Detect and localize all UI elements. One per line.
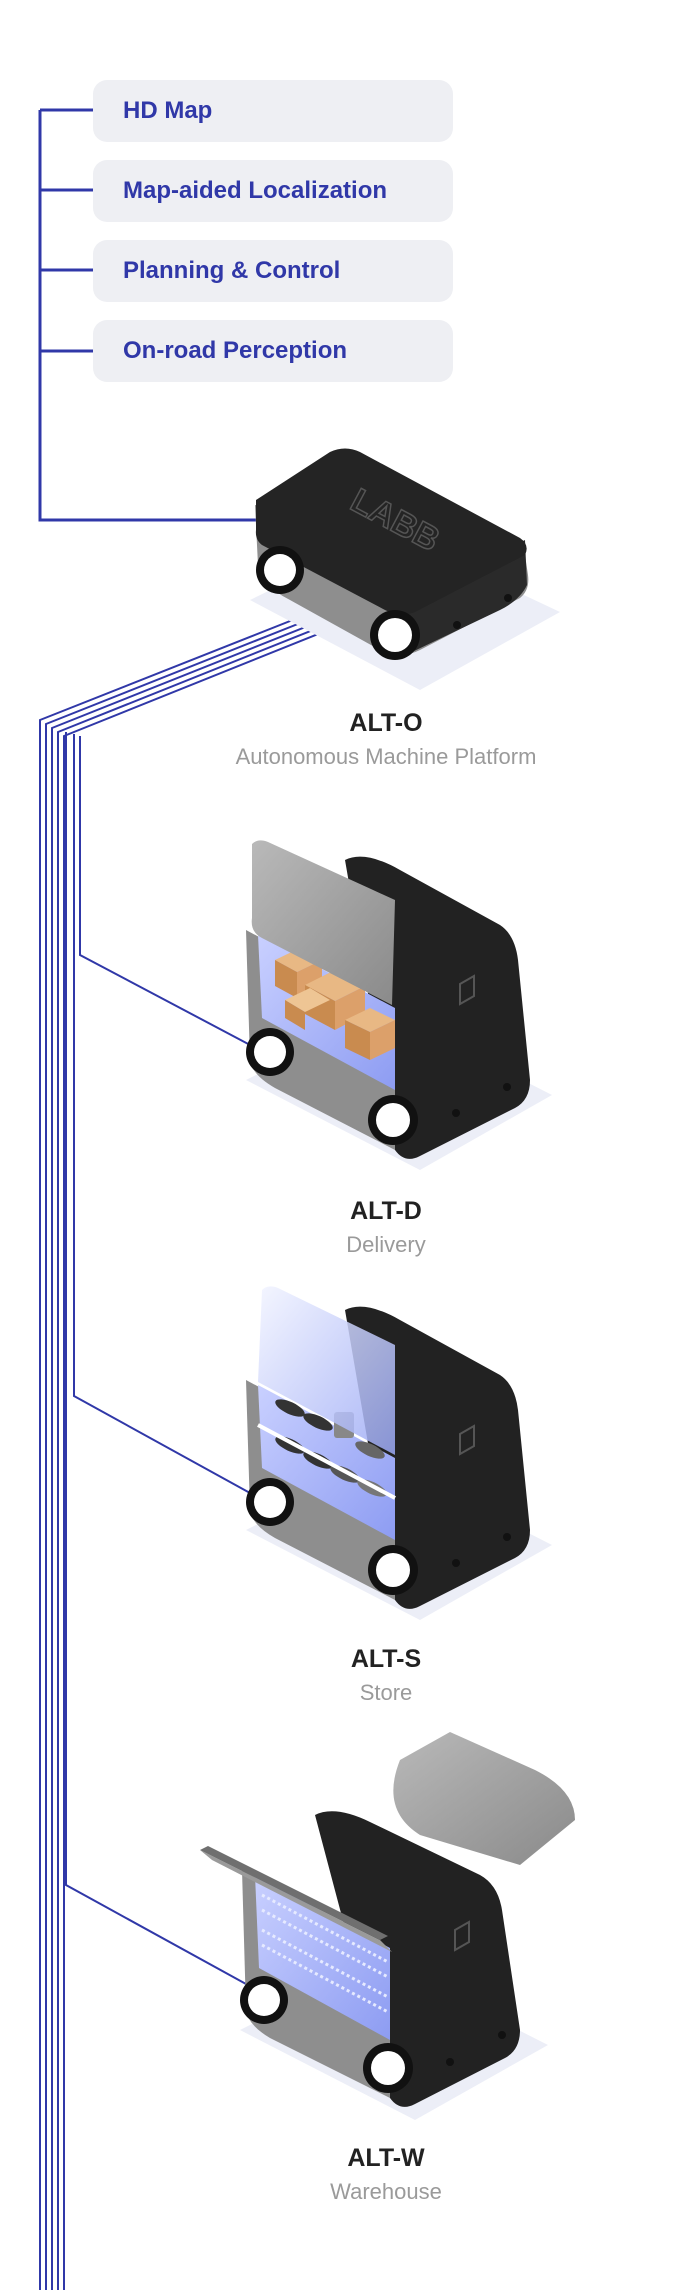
product-alt-s: ALT-S Store [186, 1644, 586, 1708]
feature-label: HD Map [123, 97, 213, 124]
platform-connector-lines [39, 605, 349, 2290]
feature-bracket [38, 108, 262, 522]
product-alt-o: ALT-O Autonomous Machine Platform [186, 708, 586, 772]
feature-chip-hd-map: HD Map [93, 80, 453, 142]
feature-label: On-road Perception [123, 337, 348, 364]
feature-chip-localization: Map-aided Localization [93, 160, 453, 222]
connector-alt-d [79, 736, 253, 1047]
product-description: Store [359, 1680, 413, 1705]
feature-label: Planning & Control [123, 257, 341, 284]
feature-chip-planning: Planning & Control [93, 240, 453, 302]
product-name: ALT-O [349, 709, 423, 737]
feature-chip-perception: On-road Perception [93, 320, 453, 382]
connector-alt-s [73, 734, 251, 1494]
product-alt-d: ALT-D Delivery [186, 1196, 586, 1260]
feature-label: Map-aided Localization [123, 177, 388, 204]
product-name: ALT-D [350, 1197, 422, 1225]
product-name: ALT-W [347, 2144, 425, 2172]
alt-d-boxes-icon [275, 948, 395, 1060]
product-description: Delivery [346, 1232, 426, 1257]
alt-d-vehicle [246, 840, 552, 1170]
product-alt-w: ALT-W Warehouse [186, 2143, 586, 2207]
alt-s-vehicle [246, 1286, 552, 1620]
connector-alt-w [65, 732, 247, 1985]
product-name: ALT-S [350, 1645, 422, 1673]
product-description: Autonomous Machine Platform [235, 744, 537, 769]
product-description: Warehouse [330, 2179, 442, 2204]
alt-o-vehicle: LABB [250, 448, 560, 690]
alt-w-vehicle [200, 1732, 575, 2120]
